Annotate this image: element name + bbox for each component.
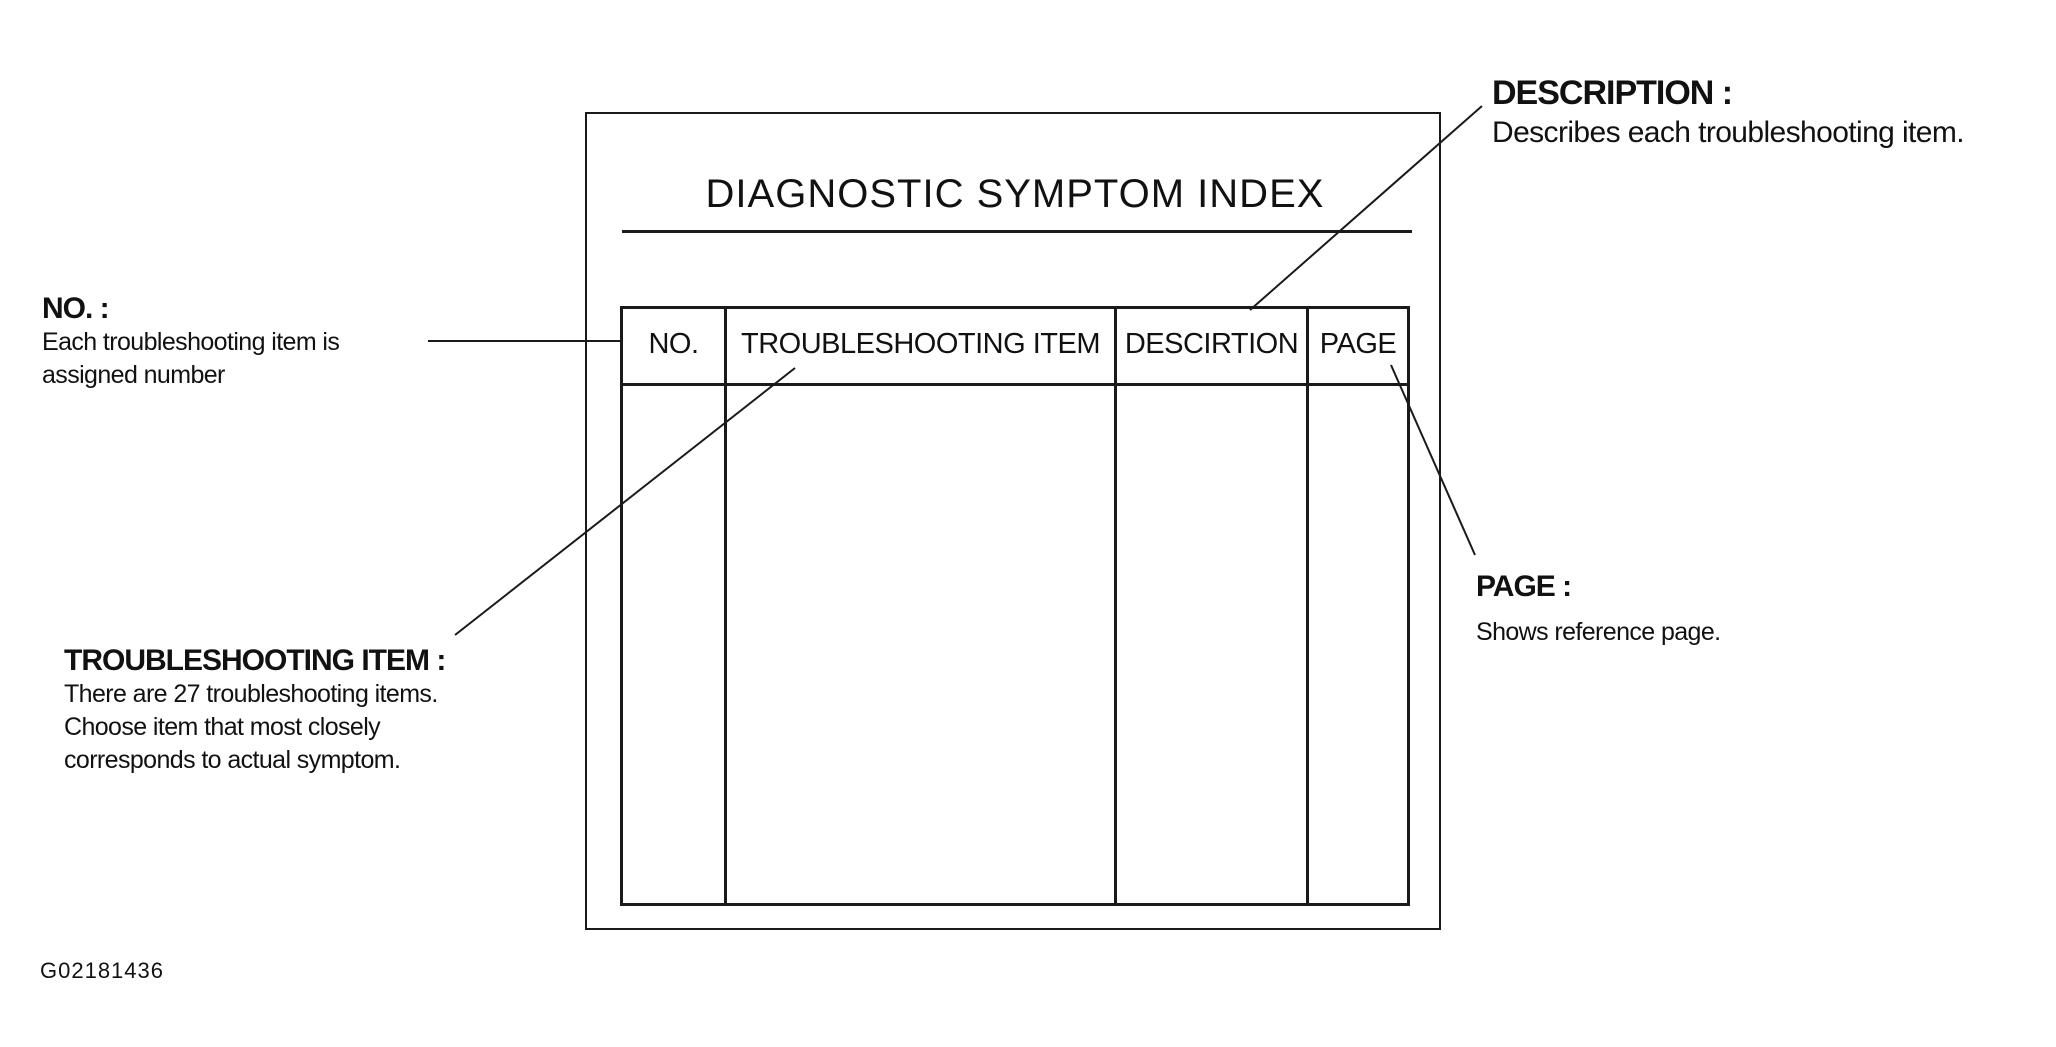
title-underline (622, 230, 1412, 233)
column-header-description: DESCIRTION (1124, 328, 1299, 360)
figure-id: G02181436 (40, 958, 164, 983)
callout-no-text-line-2: assigned number (42, 361, 225, 389)
callout-page-heading: PAGE : (1476, 570, 1572, 603)
callout-troubleshooting-item-text-line-3: corresponds to actual symptom. (64, 746, 401, 774)
callout-no-heading: NO. : (42, 292, 110, 325)
callout-troubleshooting-item-text-line-2: Choose item that most closely (64, 713, 381, 741)
column-divider-2 (1114, 306, 1117, 906)
column-header-page: PAGE (1319, 328, 1397, 360)
callout-troubleshooting-item: TROUBLESHOOTING ITEM : There are 27 trou… (64, 644, 446, 777)
callout-no-text-line-1: Each troubleshooting item is (42, 328, 340, 356)
column-header-troubleshooting-item: TROUBLESHOOTING ITEM (741, 328, 1100, 360)
callout-description-text-line-1: Describes each troubleshooting item. (1492, 116, 1965, 149)
callout-page: PAGE : Shows reference page. (1476, 570, 1721, 649)
callout-no: NO. : Each troubleshooting item is assig… (42, 292, 340, 392)
column-divider-3 (1306, 306, 1309, 906)
header-row-rule (620, 383, 1410, 386)
callout-troubleshooting-item-text-line-1: There are 27 troubleshooting items. (64, 680, 438, 708)
index-title: DIAGNOSTIC SYMPTOM INDEX (705, 172, 1325, 216)
symptom-index-table (620, 306, 1410, 906)
callout-description: DESCRIPTION : Describes each troubleshoo… (1492, 74, 1965, 153)
callout-description-heading: DESCRIPTION : (1492, 74, 1733, 112)
callout-page-text-line-1: Shows reference page. (1476, 618, 1721, 646)
callout-troubleshooting-item-heading: TROUBLESHOOTING ITEM : (64, 644, 446, 677)
column-divider-1 (724, 306, 727, 906)
column-header-no: NO. (648, 328, 699, 360)
